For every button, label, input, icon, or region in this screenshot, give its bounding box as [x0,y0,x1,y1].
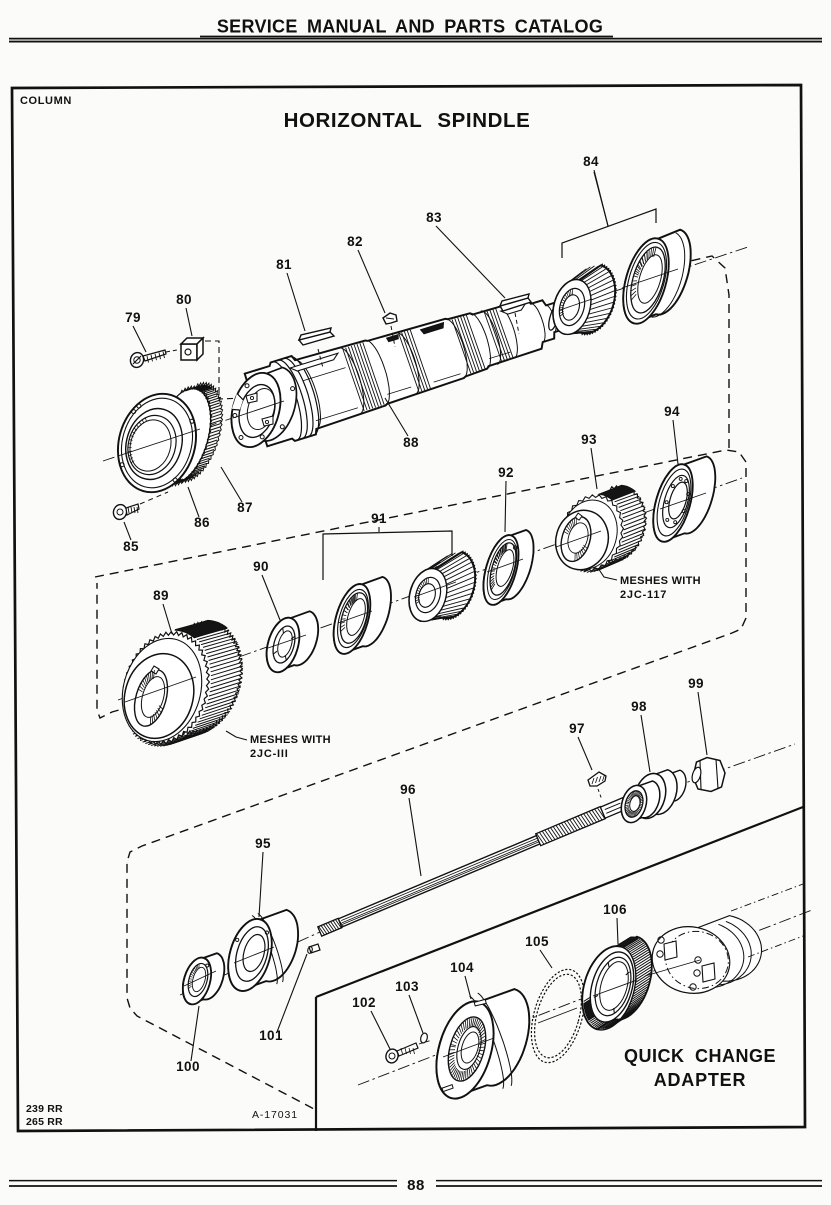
svg-text:90: 90 [253,559,269,574]
svg-text:92: 92 [498,465,514,480]
svg-text:84: 84 [583,154,599,169]
svg-text:93: 93 [581,432,597,447]
svg-text:103: 103 [395,979,419,994]
svg-text:86: 86 [194,515,210,530]
svg-text:94: 94 [664,404,680,419]
svg-text:ADAPTER: ADAPTER [654,1070,747,1090]
svg-text:91: 91 [371,511,387,526]
svg-text:98: 98 [631,699,647,714]
svg-text:88: 88 [403,435,419,450]
svg-text:SERVICE MANUAL AND PARTS CATAL: SERVICE MANUAL AND PARTS CATALOG [217,17,603,37]
svg-text:239 RR: 239 RR [26,1103,63,1115]
svg-text:96: 96 [400,782,416,797]
svg-text:79: 79 [125,310,141,325]
svg-text:106: 106 [603,902,627,917]
svg-text:MESHES WITH: MESHES WITH [620,575,701,587]
svg-text:101: 101 [259,1028,283,1043]
svg-text:A-17031: A-17031 [252,1109,298,1121]
svg-text:2JC-117: 2JC-117 [620,589,667,601]
svg-text:81: 81 [276,257,292,272]
svg-text:97: 97 [569,721,585,736]
svg-text:105: 105 [525,934,549,949]
svg-text:COLUMN: COLUMN [20,95,72,107]
svg-text:87: 87 [237,500,253,515]
svg-text:2JC-III: 2JC-III [250,748,289,760]
svg-text:83: 83 [426,210,442,225]
svg-text:265 RR: 265 RR [26,1116,63,1128]
svg-text:89: 89 [153,588,169,603]
svg-text:85: 85 [123,539,139,554]
svg-text:104: 104 [450,960,474,975]
svg-text:88: 88 [407,1177,425,1194]
svg-text:MESHES WITH: MESHES WITH [250,734,331,746]
svg-text:QUICK CHANGE: QUICK CHANGE [624,1046,776,1066]
svg-text:102: 102 [352,995,376,1010]
svg-text:99: 99 [688,676,704,691]
svg-text:HORIZONTAL SPINDLE: HORIZONTAL SPINDLE [284,109,531,132]
svg-text:82: 82 [347,234,363,249]
svg-text:95: 95 [255,836,271,851]
svg-text:80: 80 [176,292,192,307]
svg-text:100: 100 [176,1059,200,1074]
